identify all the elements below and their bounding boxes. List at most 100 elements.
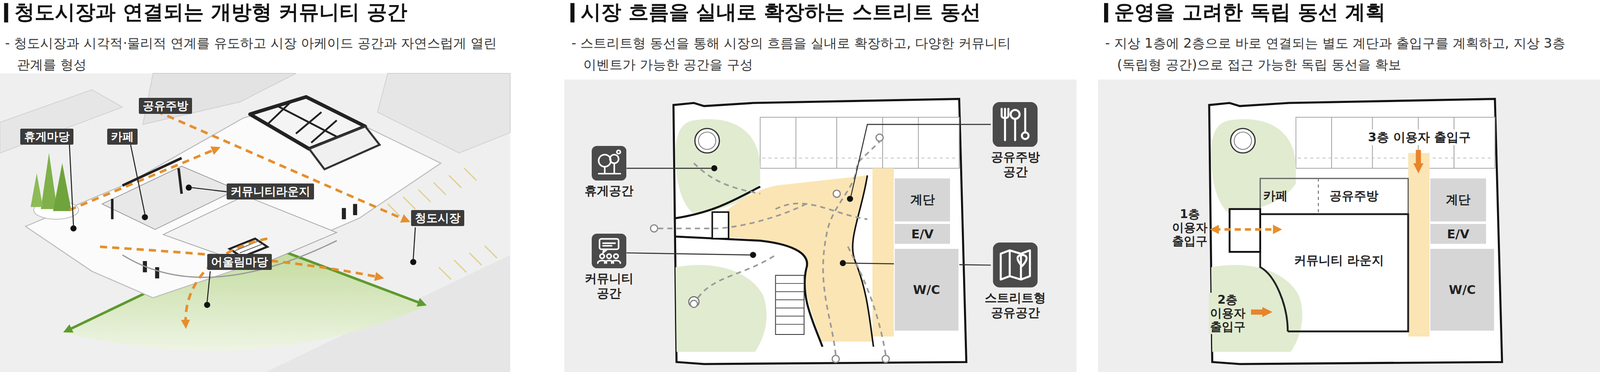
street-plan: [823, 141, 880, 355]
circulation-plan: [1097, 79, 1600, 372]
icon-symbol: [598, 238, 621, 264]
icon-label: 커뮤니티 공간: [584, 233, 634, 301]
heading-bar: [1104, 2, 1109, 23]
tag-text: 휴게마당: [24, 129, 70, 144]
axonometric-site: [204, 302, 211, 309]
axonometric-site: [469, 253, 482, 266]
circulation-plan: [1097, 79, 1600, 372]
tag-text: 어울림마당: [211, 255, 269, 269]
street-plan: [690, 300, 698, 308]
street-plan: [876, 134, 884, 142]
icon-symbol: [606, 254, 612, 259]
icon-symbol: [614, 254, 619, 259]
icon-symbol: [1017, 255, 1027, 267]
icon-symbol: [1022, 132, 1029, 140]
street-plan: [711, 165, 853, 267]
street-plan: [775, 275, 805, 335]
core-label: 계단: [1445, 191, 1471, 209]
axonometric-site: [449, 175, 462, 188]
street-plan: [775, 275, 805, 335]
icon-symbol: [1001, 108, 1029, 141]
street-plan: [839, 260, 847, 267]
icon-symbol: [617, 150, 621, 154]
icon-symbol: [1001, 108, 1009, 141]
circulation-plan: [1214, 228, 1278, 231]
axonometric-site: [53, 163, 72, 212]
icon-symbol: [600, 254, 605, 259]
axonometric-site: [377, 73, 511, 154]
floor-plan: [698, 132, 716, 150]
axonometric-site: [0, 73, 511, 372]
floor-plan: [760, 117, 796, 169]
street-plan: [847, 195, 854, 203]
icon-symbol: [591, 146, 627, 181]
street-plan: [775, 316, 805, 317]
axonometric-site: [69, 105, 407, 325]
icon-symbol: [609, 154, 619, 164]
axonometric-site: [25, 97, 441, 298]
axonometric-site: [192, 187, 227, 193]
tag-text: 커뮤니티라운지: [230, 184, 311, 199]
callout-tag: 커뮤니티라운지: [226, 183, 315, 200]
street-plan: [847, 244, 886, 355]
axonometric-site: [141, 214, 149, 221]
street-plan: [650, 224, 658, 233]
core-label: E/V: [1447, 227, 1470, 242]
icon-symbol: [992, 242, 1038, 288]
street-plan: [775, 203, 868, 220]
floor-plan: [694, 128, 720, 154]
circulation-plan: [1260, 178, 1409, 215]
street-plan: [657, 141, 886, 355]
icon-label: 공유주방 공간: [990, 102, 1040, 180]
axonometric-site: [454, 260, 467, 273]
icon-symbol: [591, 233, 627, 269]
axonometric-site: [464, 168, 477, 181]
circulation-plan: [1415, 149, 1422, 167]
axonometric-site: [207, 271, 211, 303]
room-label: 카페: [1263, 188, 1288, 204]
street-plan: [711, 165, 718, 172]
axonometric-site: [410, 259, 417, 266]
circulation-plan: [1209, 99, 1503, 365]
icon-symbol: [1014, 119, 1017, 141]
street-plan: [775, 291, 805, 293]
tag-text: 공유주방: [142, 99, 189, 113]
icon-symbol: [598, 163, 621, 174]
street-plan: [832, 355, 840, 363]
street-plan: [749, 251, 757, 259]
core-box: E/V: [1429, 223, 1487, 245]
icon-symbol: [598, 154, 612, 167]
panel-heading: 청도시장과 연결되는 개방형 커뮤니티 공간: [14, 0, 408, 24]
heading-bar: [4, 2, 9, 23]
axonometric-site: [438, 267, 452, 280]
axonometric-site: [70, 184, 417, 309]
core-box: 계단: [1429, 177, 1487, 223]
circulation-plan: [1260, 251, 1288, 332]
circulation-plan: [1250, 309, 1266, 315]
icon-symbol: [992, 102, 1038, 147]
axonometric-site: [154, 267, 160, 279]
axonometric-site: [100, 246, 380, 278]
axonometric-site: [185, 238, 268, 325]
callout-tag: 휴게마당: [20, 128, 74, 145]
circulation-plan: [1407, 153, 1430, 337]
entrance-label: 2층 이용자 출입구: [1208, 292, 1247, 335]
street-plan: [775, 299, 805, 301]
street-plan: [698, 254, 776, 298]
street-plan: [564, 79, 1077, 372]
street-plan: [675, 175, 874, 347]
axonometric-site: [185, 184, 193, 192]
callout-tag: 청도시장: [411, 210, 465, 227]
core-label: 계단: [910, 191, 935, 209]
street-plan: [872, 168, 894, 337]
street-plan: [833, 190, 841, 198]
circulation-plan: [1260, 214, 1409, 332]
axonometric-site: [267, 100, 337, 143]
space-label: 휴게공간: [584, 183, 634, 199]
icon-symbol: [992, 242, 1038, 288]
axonometric-site: [69, 143, 416, 303]
icon-label: 스트리트형 공유공간: [984, 242, 1046, 320]
floor-plan: [675, 265, 767, 352]
street-plan: [882, 355, 890, 363]
